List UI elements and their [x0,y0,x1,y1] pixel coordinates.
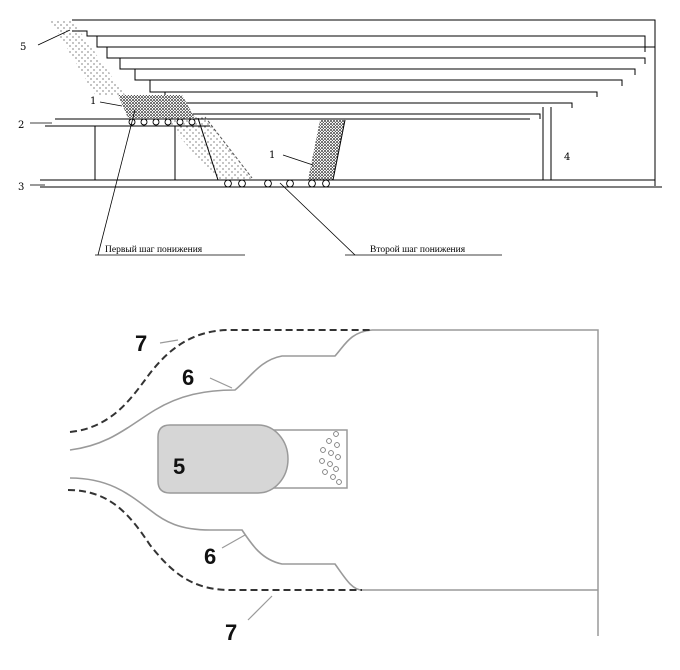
ore-pile-upper [118,95,195,118]
contour-lower [69,477,363,591]
contour-upper [69,329,373,451]
pillar [157,424,289,494]
callout-upper-level: 2 [18,120,24,131]
plan-view-diagram: 7 6 5 6 7 [67,329,599,645]
caved-rock-zone [50,20,125,95]
callout-pillar: 5 [173,454,185,479]
rollers-lower [224,179,330,188]
callout-caved-zone: 5 [20,42,26,53]
callout-contour-upper: 6 [182,365,194,390]
support-posts [94,107,552,180]
vertical-section-diagram: 5 1 2 1 4 3 Первый шаг понижения Второй … [18,19,662,256]
chamber-outline [362,329,599,636]
boundary-lower [67,489,362,591]
callout-support-post: 4 [564,152,570,163]
boundary-upper [69,329,372,433]
rollers-upper [128,118,196,126]
callout-boundary-upper: 7 [135,331,147,356]
callout-contour-lower: 6 [204,544,216,569]
rock-fragments [319,431,342,485]
callout-ore-pile-upper: 1 [90,96,96,107]
caved-rock-zone-lower [160,115,252,180]
caption-first-step: Первый шаг понижения [105,244,203,255]
callout-lower-level: 3 [18,182,24,193]
caption-second-step: Второй шаг понижения [370,244,466,255]
callout-boundary-lower: 7 [225,620,237,645]
callout-ore-pile-lower: 1 [269,150,275,161]
